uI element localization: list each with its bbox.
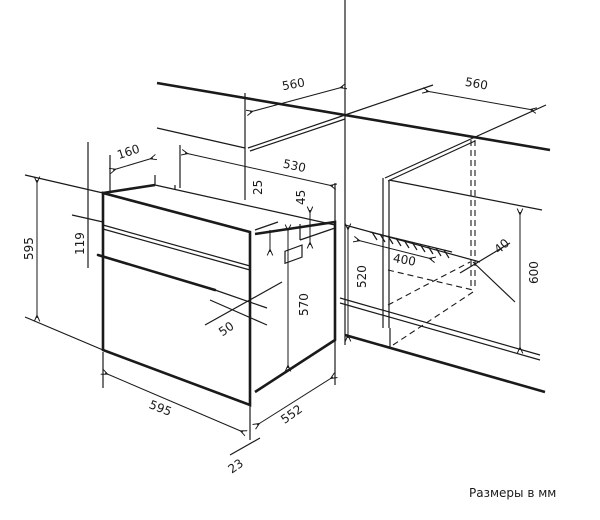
- label-119: 119: [73, 232, 87, 255]
- label-160: 160: [115, 142, 141, 162]
- label-45: 45: [294, 190, 308, 205]
- label-530: 530: [282, 157, 307, 175]
- niche-cabinet: [339, 137, 546, 394]
- units-caption: Размеры в мм: [469, 486, 557, 500]
- label-595-height: 595: [22, 237, 36, 260]
- label-50: 50: [216, 319, 237, 339]
- label-23: 23: [225, 456, 246, 476]
- label-570: 570: [297, 293, 311, 316]
- countertop: [156, 0, 551, 345]
- label-600: 600: [527, 261, 541, 284]
- label-552: 552: [278, 402, 305, 427]
- label-25: 25: [251, 180, 265, 195]
- label-400: 400: [392, 251, 417, 269]
- label-40: 40: [491, 236, 512, 257]
- dimension-lines: [37, 87, 533, 456]
- dimension-labels: 560 560 160 530 25 45 595 119 570 50 595…: [22, 75, 541, 476]
- label-560-right: 560: [464, 75, 489, 93]
- label-520: 520: [355, 265, 369, 288]
- label-560-left: 560: [281, 75, 306, 93]
